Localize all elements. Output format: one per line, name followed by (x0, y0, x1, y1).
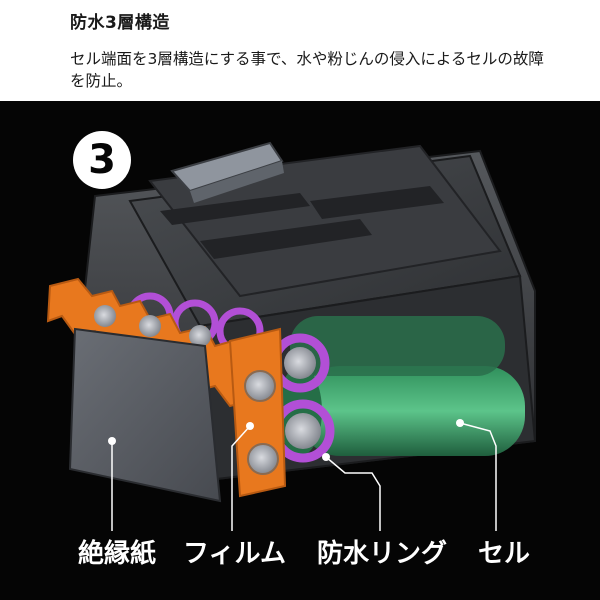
leader-ring (325, 456, 381, 531)
page-title: 防水3層構造 (70, 13, 170, 33)
leader-film (231, 425, 251, 531)
illustration-panel: 3 絶縁紙 フィルム 防水リング セル (0, 101, 600, 600)
label-cell: セル (478, 539, 531, 569)
description-text: セル端面を3層構造にする事で、水や粉じんの侵入によるセルの故障を防止。 (70, 50, 544, 90)
insulating-paper (68, 327, 222, 503)
leader-cell (459, 422, 497, 531)
step-number-badge: 3 (73, 131, 131, 189)
cell-group (278, 316, 525, 456)
label-waterproof-ring: 防水リング (317, 539, 448, 569)
header: 防水3層構造 セル端面を3層構造にする事で、水や粉じんの侵入によるセルの故障を防… (0, 0, 600, 101)
battery-illustration (46, 141, 537, 531)
label-film: フィルム (183, 539, 286, 569)
label-insulating-paper: 絶縁紙 (78, 539, 157, 569)
